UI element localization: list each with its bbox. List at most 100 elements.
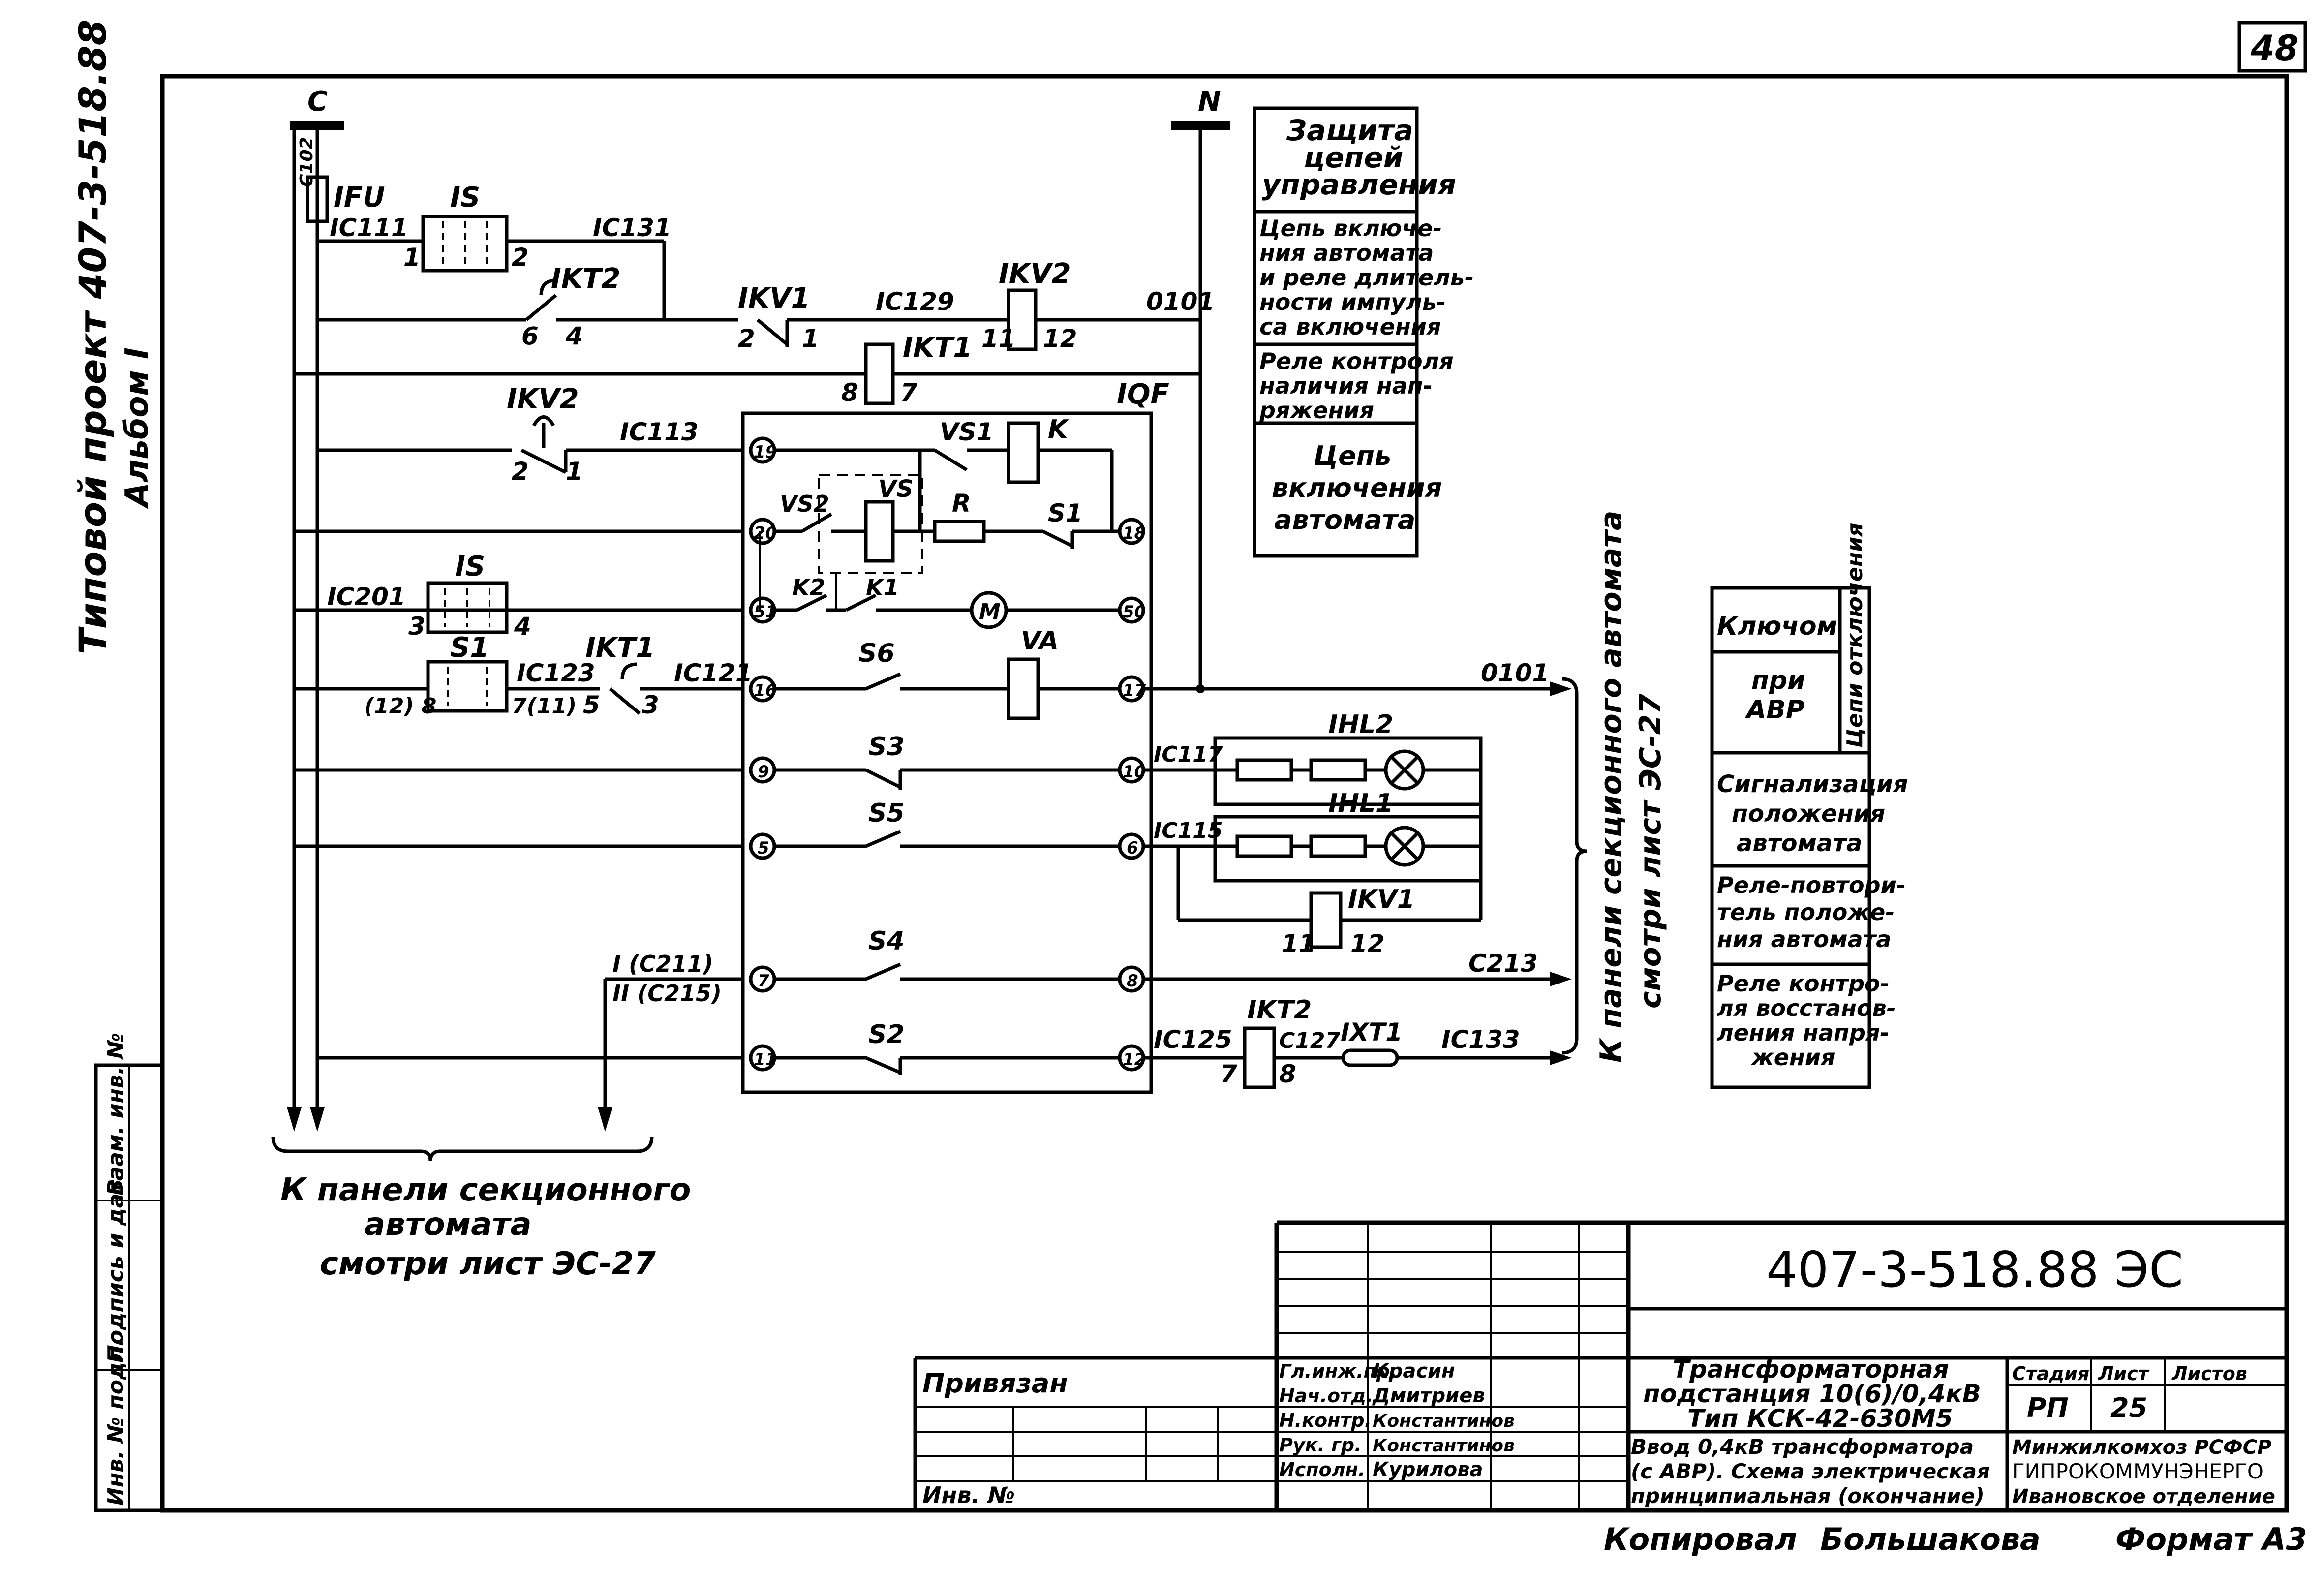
s2-blade	[865, 1056, 901, 1075]
arrow-c211	[598, 1107, 612, 1132]
legend-top-r1-2: ния автомата	[1259, 240, 1434, 266]
wire-c125-label: IC125	[1154, 1025, 1232, 1054]
pin-kt2c-7: 7	[1220, 1060, 1237, 1088]
pin-kt1-8: 8	[841, 378, 858, 407]
pin-kt2-6: 6	[521, 322, 539, 350]
pin-s1-8: (12) 8	[364, 694, 436, 719]
qf-label: IQF	[1117, 378, 1169, 410]
fuse-label: IFU	[334, 182, 385, 214]
bottom-note-line2: автомата	[364, 1206, 532, 1243]
qf-pin-9: 9	[758, 762, 769, 782]
legend-top-r2-1: Реле контроля	[1259, 348, 1454, 374]
switch-is-top: IS 1 2	[403, 182, 529, 273]
kv2-contact-hook	[532, 415, 555, 448]
wire-c131-label: IC131	[593, 214, 672, 242]
qf-pin-20: 20	[754, 523, 777, 543]
left-stamp: Инв. № подл. Подпись и дата Взам. инв. №	[94, 1033, 164, 1512]
qf-pin-17: 17	[1123, 681, 1146, 701]
arrow-0101	[1550, 681, 1572, 696]
stamp-col-2: Подпись и дата	[103, 1166, 128, 1363]
hl1-res1	[1235, 834, 1293, 858]
hl2-label: IHL2	[1328, 710, 1393, 739]
vs1-label: VS1	[940, 418, 994, 446]
org-1: Минжилкомхоз РСФСР	[2012, 1436, 2271, 1459]
k2-blade	[796, 593, 827, 612]
pin-kv2-12: 12	[1043, 324, 1077, 353]
kt1-coil-label: IKT1	[903, 332, 972, 364]
margin-album-text: Альбом I	[119, 347, 155, 509]
qf-pin-50: 50	[1123, 602, 1146, 622]
hl1-label: IHL1	[1328, 789, 1393, 818]
stamp-col-1: Инв. № подл.	[103, 1338, 128, 1506]
pin-kv2c-1: 1	[566, 457, 583, 486]
pin-s-mid-3: 3	[408, 612, 426, 641]
sheet-title-2: (с АВР). Схема электрическая	[1631, 1459, 1990, 1483]
kv2-contact-label: IKV2	[507, 383, 579, 415]
qf-pin-51: 51	[754, 602, 777, 622]
bus-n-label: N	[1198, 86, 1221, 118]
r-label: R	[952, 489, 971, 518]
pin-kt2c-8: 8	[1279, 1060, 1296, 1088]
pin-kt1c-3: 3	[642, 691, 659, 719]
k-label: K	[1048, 415, 1070, 444]
wire-c133-label: IC133	[1441, 1025, 1520, 1054]
pin-kv1-2: 2	[738, 324, 755, 353]
legend-right-r1-1: Сигнализация	[1717, 770, 1908, 798]
name-3: Константинов	[1373, 1411, 1515, 1431]
hl2-res1	[1235, 758, 1293, 782]
s3-label: S3	[868, 732, 905, 762]
k1-label: K1	[866, 574, 899, 601]
legend-right-r1-3: автомата	[1737, 830, 1862, 857]
org-3: Ивановское отделение	[2012, 1485, 2275, 1508]
switch-is-mid-box	[426, 581, 509, 634]
s6-blade	[865, 672, 901, 691]
qf-pin-16: 16	[754, 681, 777, 701]
pin-kv2c-2: 2	[512, 457, 529, 486]
s1-in-label: S1	[1048, 499, 1083, 527]
pin-s-top-2: 2	[512, 243, 529, 272]
legend-top-r1-4: ности импуль-	[1259, 289, 1446, 315]
bus-n: N	[1171, 86, 1230, 686]
name-5: Курилова	[1373, 1458, 1483, 1481]
footer-copied: Копировал	[1604, 1521, 1797, 1557]
qf-pin-8: 8	[1127, 971, 1138, 991]
sheet-title-3: принципиальная (окончание)	[1631, 1484, 1985, 1508]
k-coil	[1007, 421, 1040, 484]
role-5: Исполн.	[1279, 1459, 1365, 1480]
qf-internals: VS1 K VS2 VS R S1 K2 K1 M	[759, 415, 1120, 1075]
s2-label: S2	[868, 1020, 905, 1049]
pin-kv1c-12: 12	[1350, 929, 1385, 958]
switch-is-mid-label: IS	[455, 551, 485, 583]
vs2-blade	[801, 512, 832, 533]
s4-blade	[865, 962, 901, 981]
legend-top-r1-5: са включения	[1259, 313, 1441, 340]
va-coil	[1007, 657, 1040, 720]
qf-pin-11: 11	[754, 1050, 777, 1070]
legend-right-box	[1710, 586, 1871, 1089]
role-4: Рук. гр.	[1279, 1434, 1362, 1456]
qf-block	[741, 411, 1153, 1094]
kv1-coil-label: IKV1	[1348, 885, 1415, 914]
wire-c113-label: IC113	[620, 418, 699, 446]
fuse-ifu: IFU	[306, 175, 385, 223]
qf-pin-18: 18	[1123, 523, 1146, 543]
k2-label: K2	[792, 574, 826, 601]
m-label: M	[979, 599, 1001, 624]
role-3: Н.контр.	[1279, 1410, 1372, 1431]
bottom-note-line3: смотри лист ЭС-27	[320, 1246, 656, 1282]
sheet-header: Лист	[2098, 1363, 2150, 1384]
wire-c117-label: IC117	[1154, 742, 1223, 767]
wire-out-0101-label: 0101	[1481, 659, 1549, 687]
margin-project-text: Типовой проект 407-3-518.88	[71, 20, 115, 654]
inv-label: Инв. №	[922, 1482, 1015, 1508]
qf-pin-6: 6	[1127, 838, 1138, 858]
pin-kt2-4: 4	[565, 322, 583, 350]
vs-box-dashed	[818, 474, 923, 574]
legend-top-box	[1253, 106, 1419, 558]
wire-c123-label: IC123	[517, 659, 595, 687]
kt2-contact-blade	[525, 294, 557, 321]
stage-header: Стадия	[2012, 1363, 2089, 1384]
kv2-contact-blade	[520, 448, 567, 474]
legend-right-key-1: Ключом	[1717, 612, 1837, 641]
